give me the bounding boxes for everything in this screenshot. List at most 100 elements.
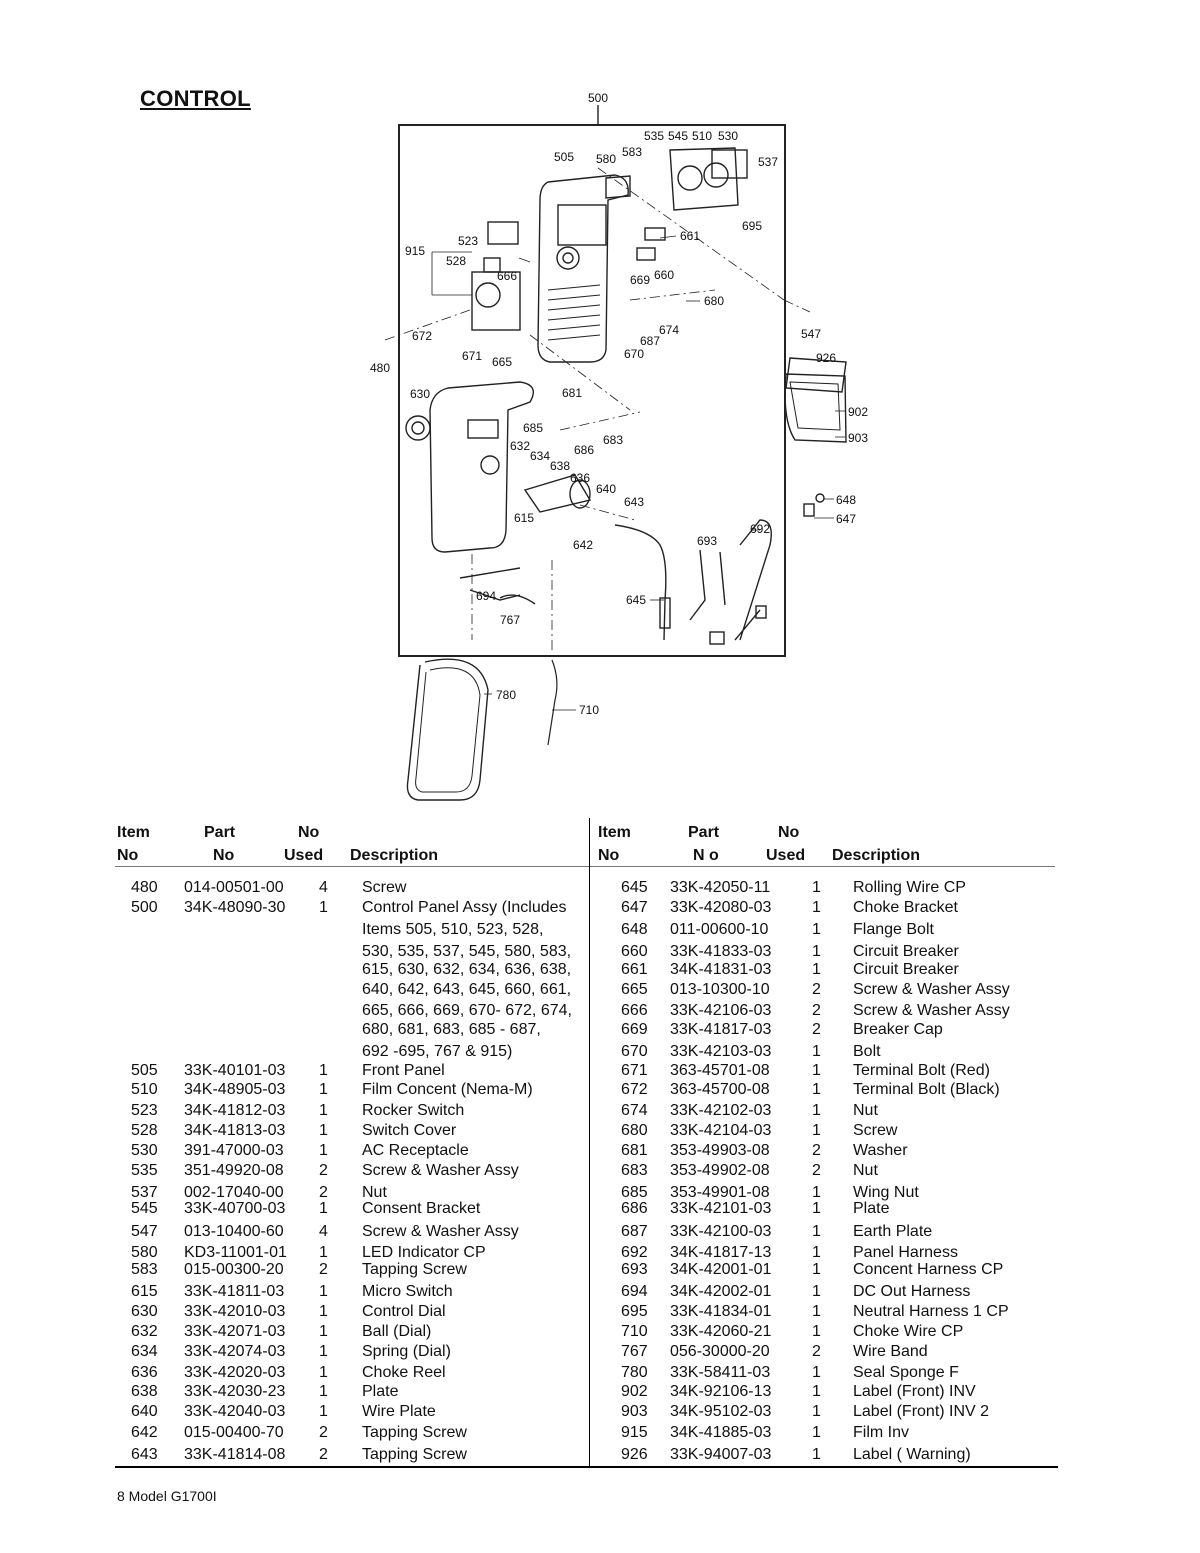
header-used-left: Used xyxy=(284,847,324,864)
cell-used: 1 xyxy=(812,899,821,916)
cell-item: 500 xyxy=(131,899,158,916)
cell-part: 33K-42060-21 xyxy=(670,1323,772,1340)
cell-part: 33K-41834-01 xyxy=(670,1303,772,1320)
cell-desc: Screw & Washer Assy xyxy=(853,981,1010,998)
cell-desc: 615, 630, 632, 634, 636, 638, xyxy=(362,961,572,978)
cell-desc: Nut xyxy=(362,1184,387,1201)
cell-part: KD3-11001-01 xyxy=(184,1244,287,1261)
callout-630: 630 xyxy=(410,387,430,401)
callout-642: 642 xyxy=(573,538,593,552)
callout-669: 669 xyxy=(630,273,650,287)
cell-desc: Tapping Screw xyxy=(362,1446,467,1463)
callout-643: 643 xyxy=(624,495,644,509)
cell-part: 33K-42104-03 xyxy=(670,1122,772,1139)
cell-used: 2 xyxy=(319,1446,328,1463)
cell-used: 1 xyxy=(319,1383,328,1400)
cell-desc: Nut xyxy=(853,1102,878,1119)
cell-used: 1 xyxy=(812,1261,821,1278)
cell-used: 2 xyxy=(812,1343,821,1360)
cell-item: 694 xyxy=(621,1283,648,1300)
cell-item: 903 xyxy=(621,1403,648,1420)
cell-item: 915 xyxy=(621,1424,648,1441)
cell-used: 1 xyxy=(812,1403,821,1420)
cell-part: 34K-48905-03 xyxy=(184,1081,286,1098)
header-part-left: Part xyxy=(204,824,236,841)
header-part-right: Part xyxy=(688,824,720,841)
cell-part: 33K-42103-03 xyxy=(670,1043,772,1060)
cell-item: 780 xyxy=(621,1364,648,1381)
cell-used: 2 xyxy=(812,1142,821,1159)
cell-desc: Tapping Screw xyxy=(362,1261,467,1278)
cell-used: 2 xyxy=(319,1162,328,1179)
front-panel-shape xyxy=(537,174,629,363)
cell-part: 33K-42040-03 xyxy=(184,1403,286,1420)
header-used-right: Used xyxy=(766,847,806,864)
cell-used: 1 xyxy=(812,1200,821,1217)
cell-item: 670 xyxy=(621,1043,648,1060)
cell-item: 480 xyxy=(131,879,158,896)
cell-desc: Rolling Wire CP xyxy=(853,879,966,896)
callout-660: 660 xyxy=(654,268,674,282)
callout-648: 648 xyxy=(836,493,856,507)
cell-desc: Consent Bracket xyxy=(362,1200,481,1217)
cell-used: 4 xyxy=(319,879,328,896)
cell-item: 615 xyxy=(131,1283,158,1300)
cell-used: 1 xyxy=(812,1424,821,1441)
cell-used: 1 xyxy=(812,1102,821,1119)
cell-part: 34K-92106-13 xyxy=(670,1383,772,1400)
cell-item: 642 xyxy=(131,1424,158,1441)
cell-used: 2 xyxy=(812,981,821,998)
cell-item: 643 xyxy=(131,1446,158,1463)
callout-692: 692 xyxy=(750,522,770,536)
cell-item: 632 xyxy=(131,1323,158,1340)
cell-used: 1 xyxy=(812,921,821,938)
cell-used: 1 xyxy=(812,1283,821,1300)
cell-item: 535 xyxy=(131,1162,158,1179)
cell-desc: Earth Plate xyxy=(853,1223,933,1240)
cell-item: 528 xyxy=(131,1122,158,1139)
cell-part: 33K-42074-03 xyxy=(184,1343,286,1360)
cell-item: 661 xyxy=(621,961,648,978)
cell-used: 1 xyxy=(812,1323,821,1340)
callout-661: 661 xyxy=(680,229,700,243)
callout-926: 926 xyxy=(816,351,836,365)
cell-desc: Screw xyxy=(853,1122,898,1139)
cell-part: 33K-42080-03 xyxy=(670,899,772,916)
cell-used: 1 xyxy=(812,1303,821,1320)
callout-685: 685 xyxy=(523,421,543,435)
cell-item: 687 xyxy=(621,1223,648,1240)
cell-desc: DC Out Harness xyxy=(853,1283,971,1300)
cell-part: 011-00600-10 xyxy=(670,921,769,938)
cell-desc: Micro Switch xyxy=(362,1283,453,1300)
cell-item: 647 xyxy=(621,899,648,916)
cell-used: 1 xyxy=(319,1244,328,1261)
cell-desc: 665, 666, 669, 670- 672, 674, xyxy=(362,1002,572,1019)
cell-part: 33K-94007-03 xyxy=(670,1446,772,1463)
header-rule xyxy=(115,866,1055,867)
callout-693: 693 xyxy=(697,534,717,548)
cell-used: 1 xyxy=(812,1223,821,1240)
cell-used: 1 xyxy=(812,943,821,960)
cell-part: 002-17040-00 xyxy=(184,1184,284,1201)
cell-part: 34K-42001-01 xyxy=(670,1261,772,1278)
callout-671: 671 xyxy=(462,349,482,363)
callout-636: 636 xyxy=(570,471,590,485)
callout-687: 687 xyxy=(640,334,660,348)
cell-part: 34K-95102-03 xyxy=(670,1403,772,1420)
cell-used: 2 xyxy=(319,1261,328,1278)
cell-item: 902 xyxy=(621,1383,648,1400)
cell-used: 4 xyxy=(319,1223,328,1240)
cell-part: 33K-41833-03 xyxy=(670,943,772,960)
cell-item: 630 xyxy=(131,1303,158,1320)
cell-desc: Wire Plate xyxy=(362,1403,436,1420)
callout-547: 547 xyxy=(801,327,821,341)
cell-desc: LED Indicator CP xyxy=(362,1244,486,1261)
cell-desc: Tapping Screw xyxy=(362,1424,467,1441)
cell-used: 1 xyxy=(319,1403,328,1420)
callout-694: 694 xyxy=(476,589,496,603)
cell-item: 693 xyxy=(621,1261,648,1278)
cell-part: 33K-42071-03 xyxy=(184,1323,286,1340)
cell-item: 640 xyxy=(131,1403,158,1420)
cell-desc: Terminal Bolt (Black) xyxy=(853,1081,1000,1098)
table-bottom-rule xyxy=(115,1466,1058,1468)
